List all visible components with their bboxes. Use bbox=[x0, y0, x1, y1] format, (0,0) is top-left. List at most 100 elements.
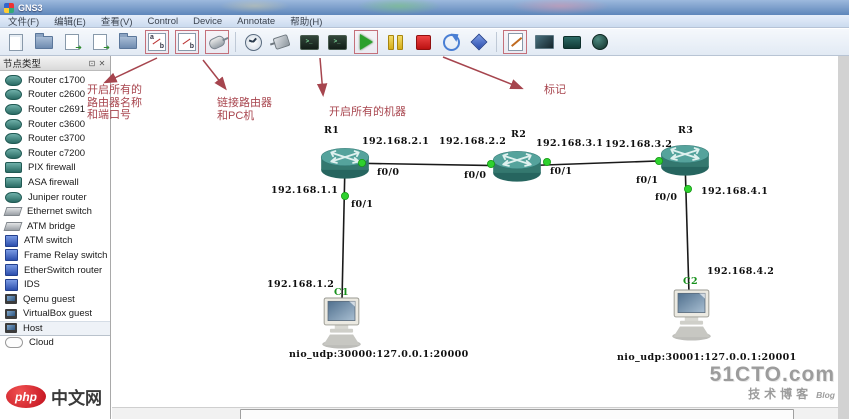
menu-bar: 文件(F) 编辑(E) 查看(V) Control Device Annotat… bbox=[0, 15, 849, 28]
open-topology-icon[interactable] bbox=[33, 31, 55, 53]
sidebar-item-router-c2600[interactable]: Router c2600 bbox=[0, 88, 110, 103]
sidebar-item-router-c2691[interactable]: Router c2691 bbox=[0, 102, 110, 117]
sidebar-item-router-c3700[interactable]: Router c3700 bbox=[0, 131, 110, 146]
sidebar-item-router-c3600[interactable]: Router c3600 bbox=[0, 117, 110, 132]
topology-canvas[interactable] bbox=[112, 56, 838, 407]
ip-label: 192.168.1.1 bbox=[271, 185, 339, 196]
float-panel-icon[interactable]: ⊡ bbox=[88, 58, 96, 68]
router-icon bbox=[5, 103, 22, 115]
interface-label: f0/1 bbox=[636, 175, 659, 186]
gns3-logo-icon bbox=[4, 2, 14, 13]
ip-label: 192.168.3.1 bbox=[536, 138, 604, 149]
add-link-icon[interactable] bbox=[205, 30, 229, 54]
sidebar-item-host[interactable]: Host bbox=[0, 321, 110, 336]
menu-help[interactable]: 帮助(H) bbox=[290, 17, 323, 28]
nio-label-c1: nio_udp:30000:127.0.0.1:20000 bbox=[289, 349, 469, 360]
menu-annotate[interactable]: Annotate bbox=[237, 15, 276, 27]
frame-relay-icon bbox=[5, 249, 18, 262]
sidebar-item-asa-firewall[interactable]: ASA firewall bbox=[0, 175, 110, 190]
firewall-icon bbox=[5, 176, 22, 188]
toolbar: ab b >_ >_ bbox=[0, 29, 849, 56]
connector-icon[interactable] bbox=[270, 31, 292, 53]
annotation-note-mark: 标记 bbox=[544, 84, 566, 96]
sidebar-item-atm-switch[interactable]: ATM switch bbox=[0, 234, 110, 249]
sidebar-item-qemu-guest[interactable]: Qemu guest bbox=[0, 292, 110, 307]
menu-edit[interactable]: 编辑(E) bbox=[54, 17, 86, 28]
save-as-icon[interactable] bbox=[89, 31, 111, 53]
sidebar-item-pix-firewall[interactable]: PIX firewall bbox=[0, 161, 110, 176]
router-r1[interactable] bbox=[319, 147, 371, 180]
scrollbar-thumb[interactable] bbox=[240, 409, 794, 419]
sidebar-item-frame-relay-switch[interactable]: Frame Relay switch bbox=[0, 248, 110, 263]
project-folder-icon[interactable] bbox=[117, 31, 139, 53]
device-label-r2: R2 bbox=[511, 129, 527, 140]
sidebar-item-ids[interactable]: IDS bbox=[0, 277, 110, 292]
ids-icon bbox=[5, 278, 18, 291]
idlepc-clock-icon[interactable] bbox=[242, 31, 264, 53]
sidebar-item-cloud[interactable]: Cloud bbox=[0, 336, 110, 351]
interface-label: f0/0 bbox=[655, 192, 678, 203]
console-icon[interactable]: >_ bbox=[298, 31, 320, 53]
router-icon bbox=[5, 133, 22, 145]
toolbar-separator bbox=[496, 32, 497, 52]
menu-device[interactable]: Device bbox=[193, 15, 223, 27]
interface-label: f0/0 bbox=[377, 167, 400, 178]
close-panel-icon[interactable]: ✕ bbox=[98, 58, 106, 68]
router-r2[interactable] bbox=[491, 150, 543, 183]
sidebar-item-ethernet-switch[interactable]: Ethernet switch bbox=[0, 204, 110, 219]
device-label-c2: C2 bbox=[683, 276, 698, 287]
console-aux-icon[interactable]: >_ bbox=[326, 31, 348, 53]
etherswitch-icon bbox=[5, 264, 18, 277]
interface-label: f0/1 bbox=[351, 199, 374, 210]
draw-ellipse-icon[interactable] bbox=[589, 31, 611, 53]
menu-file[interactable]: 文件(F) bbox=[8, 17, 40, 28]
atm-switch-icon bbox=[5, 234, 18, 247]
annotation-note-add-link: 链接路由器 和PC机 bbox=[217, 97, 272, 122]
ip-label: 192.168.4.1 bbox=[701, 186, 769, 197]
device-label-r1: R1 bbox=[324, 125, 340, 136]
pc-c1[interactable] bbox=[318, 297, 365, 349]
nio-label-c2: nio_udp:30001:127.0.0.1:20001 bbox=[617, 352, 797, 363]
pc-c2[interactable] bbox=[668, 289, 715, 341]
node-types-header: 节点类型 ⊡ ✕ bbox=[0, 56, 110, 71]
add-note-icon[interactable] bbox=[503, 30, 527, 54]
php-logo: php bbox=[6, 385, 46, 408]
ip-label: 192.168.2.2 bbox=[439, 136, 507, 147]
device-label-c1: C1 bbox=[334, 287, 349, 298]
annotation-note-start-all: 开启所有的机器 bbox=[329, 106, 406, 118]
menu-view[interactable]: 查看(V) bbox=[100, 17, 133, 28]
new-topology-icon[interactable] bbox=[5, 31, 27, 53]
node-types-list: Router c1700 Router c2600 Router c2691 R… bbox=[0, 71, 110, 350]
node-types-title: 节点类型 bbox=[3, 59, 42, 70]
router-icon bbox=[5, 74, 22, 86]
reload-all-icon[interactable] bbox=[440, 31, 462, 53]
sidebar-item-juniper-router[interactable]: Juniper router bbox=[0, 190, 110, 205]
show-interface-names-icon[interactable]: b bbox=[175, 30, 199, 54]
save-icon[interactable] bbox=[61, 31, 83, 53]
ip-label: 192.168.2.1 bbox=[362, 136, 430, 147]
window-title: GNS3 bbox=[18, 2, 43, 13]
sidebar-item-etherswitch-router[interactable]: EtherSwitch router bbox=[0, 263, 110, 278]
insert-picture-icon[interactable] bbox=[533, 31, 555, 53]
horizontal-scrollbar[interactable] bbox=[112, 407, 838, 419]
sidebar-item-atm-bridge[interactable]: ATM bridge bbox=[0, 219, 110, 234]
sidebar-item-router-c7200[interactable]: Router c7200 bbox=[0, 146, 110, 161]
switch-icon bbox=[3, 207, 23, 217]
firewall-icon bbox=[5, 162, 22, 174]
sidebar-item-router-c1700[interactable]: Router c1700 bbox=[0, 73, 110, 88]
draw-rectangle-icon[interactable] bbox=[561, 31, 583, 53]
stop-all-icon[interactable] bbox=[412, 31, 434, 53]
title-bar: GNS3 bbox=[0, 0, 849, 15]
suspend-all-icon[interactable] bbox=[384, 31, 406, 53]
router-icon bbox=[5, 89, 22, 101]
monitor-icon bbox=[5, 308, 17, 319]
menu-control[interactable]: Control bbox=[147, 15, 179, 27]
php-cn-watermark: php 中文网 bbox=[6, 384, 102, 409]
start-all-icon[interactable] bbox=[354, 30, 378, 54]
snapshot-cube-icon[interactable] bbox=[468, 31, 490, 53]
sidebar-item-virtualbox-guest[interactable]: VirtualBox guest bbox=[0, 307, 110, 322]
node-types-panel: 节点类型 ⊡ ✕ Router c1700 Router c2600 Route… bbox=[0, 56, 111, 419]
